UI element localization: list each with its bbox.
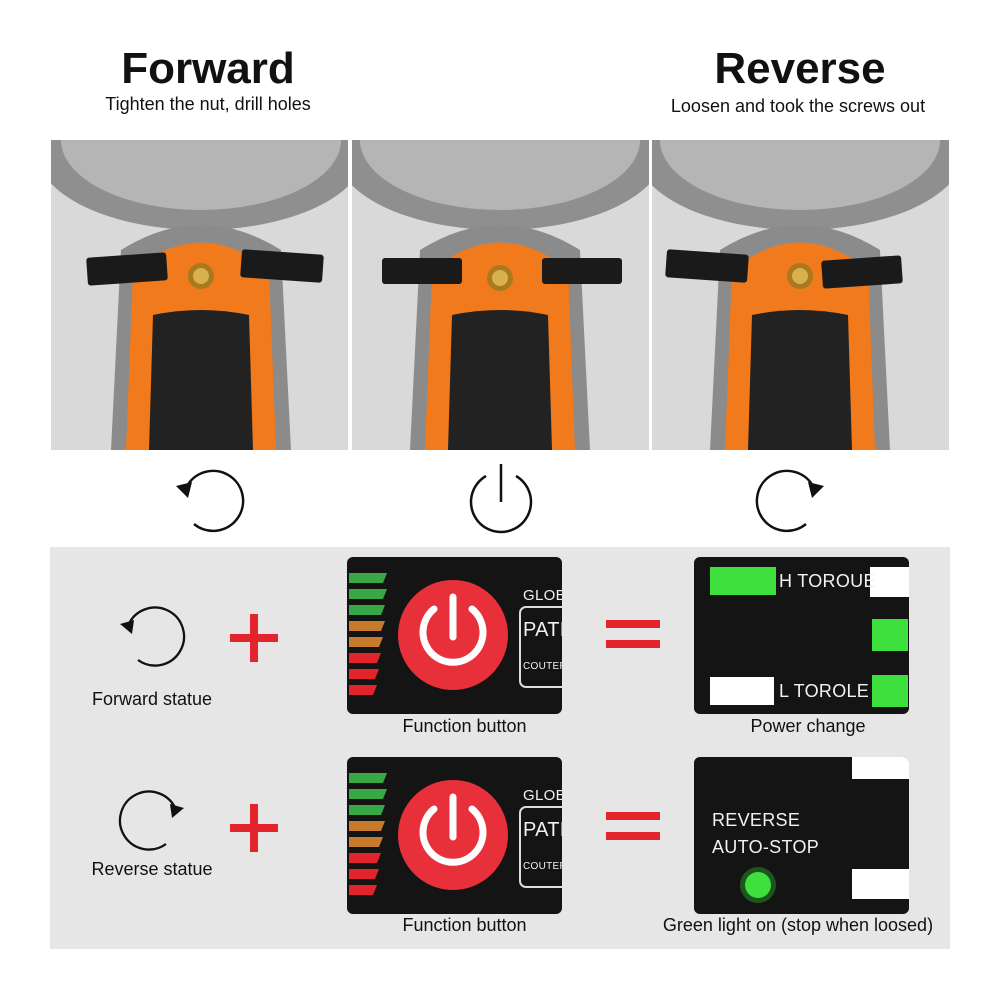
plus-icon [228, 802, 280, 859]
reverse-position-photo [652, 140, 949, 450]
forward-status-icon [116, 602, 190, 677]
clockwise-arrow-icon [754, 466, 828, 538]
power-change-display: H TOROUE L TOROLE [694, 557, 909, 714]
power-icon [466, 460, 536, 540]
reverse-status-icon [116, 786, 190, 861]
auto-stop-display: REVERSE AUTO-STOP [694, 757, 909, 914]
power-change-caption: Power change [750, 716, 866, 736]
globe-text: GLOB [523, 587, 562, 604]
equals-icon [604, 806, 662, 851]
function-button-display: GLOB PATE COUTER [347, 757, 562, 914]
neutral-position-photo [352, 140, 649, 450]
forward-position-photo [51, 140, 348, 450]
reverse-label: REVERSE [712, 810, 801, 830]
reverse-status-label: Reverse statue [91, 859, 213, 879]
counterclockwise-arrow-icon [172, 466, 246, 538]
reverse-subtitle: Loosen and took the screws out [670, 96, 926, 116]
forward-title: Forward [121, 44, 295, 93]
green-light-caption: Green light on (stop when loosed) [662, 915, 934, 935]
forward-subtitle: Tighten the nut, drill holes [105, 94, 311, 114]
plus-icon [228, 612, 280, 669]
function-button-caption: Function button [402, 915, 527, 935]
forward-status-label: Forward statue [91, 689, 213, 709]
patent-text: PATE [523, 619, 562, 641]
function-button-caption: Function button [402, 716, 527, 736]
function-button-display: GLOB PATE COUTER [347, 557, 562, 714]
patent-text: PATE [523, 819, 562, 841]
globe-text: GLOB [523, 787, 562, 804]
l-torque-label: L TOROLE [779, 681, 870, 701]
auto-stop-label: AUTO-STOP [712, 837, 820, 857]
h-torque-label: H TOROUE [779, 571, 876, 591]
couter-text: COUTER [523, 661, 562, 672]
couter-text: COUTER [523, 861, 562, 872]
reverse-title: Reverse [714, 44, 886, 93]
equals-icon [604, 614, 662, 659]
